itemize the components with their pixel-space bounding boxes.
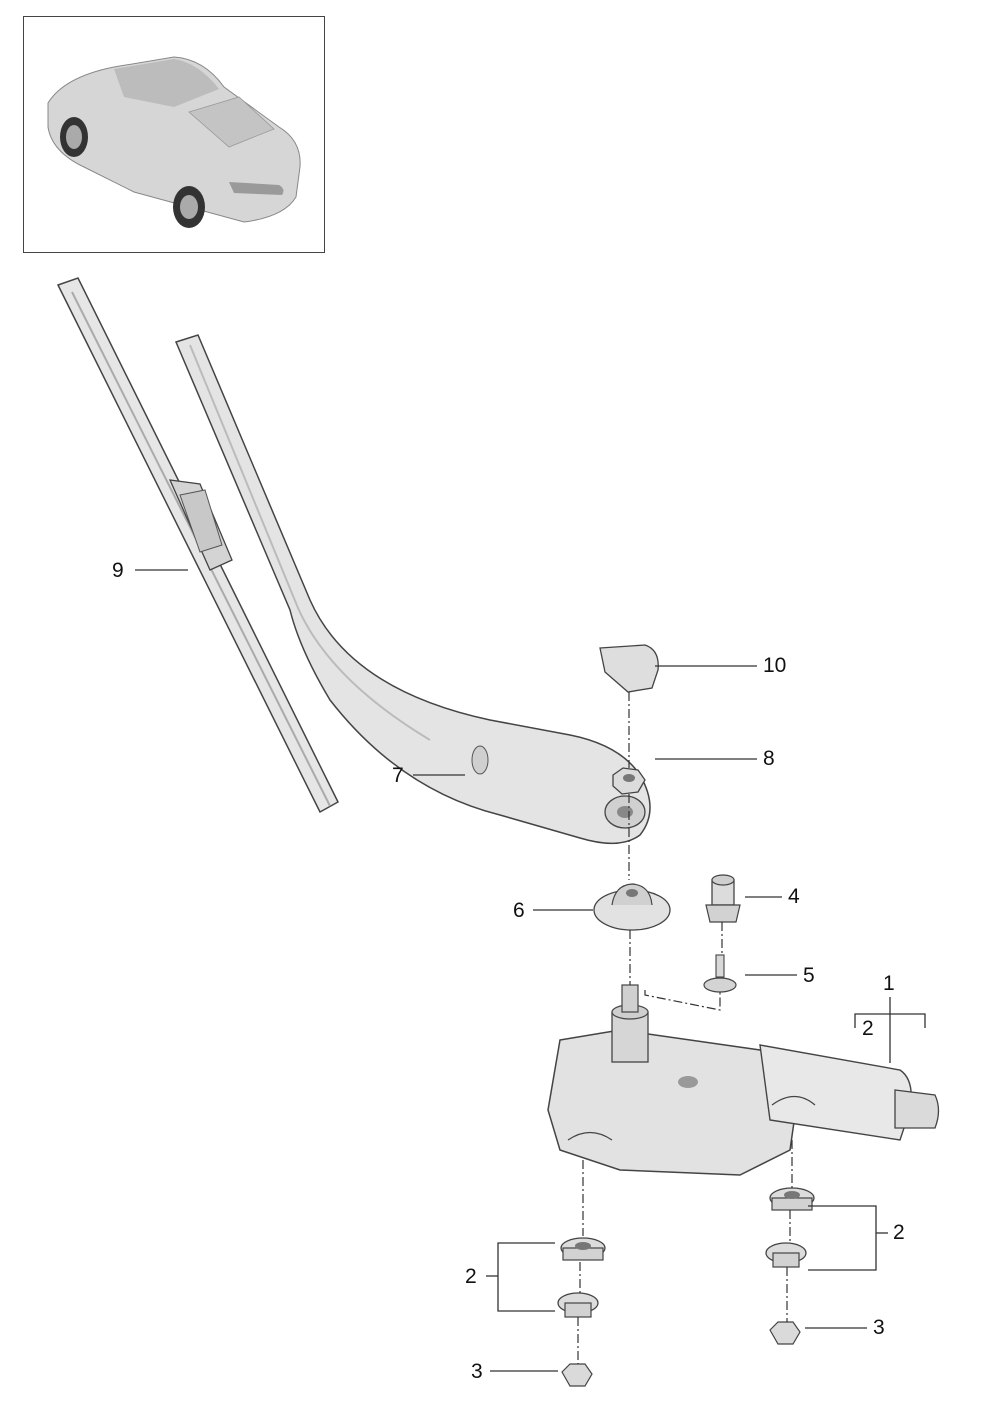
callout-3-left: 3 [471, 1360, 483, 1383]
bushing-part [705, 874, 741, 923]
wiper-motor-part [547, 984, 940, 1176]
assembly-axis-lines [577, 692, 793, 1364]
wiper-arm-part [174, 334, 651, 845]
bolt-part [703, 954, 737, 993]
seal-washer-part [593, 883, 671, 931]
callout-8: 8 [763, 747, 775, 770]
grommet-right-lower-part [765, 1242, 807, 1268]
callout-1: 1 [883, 972, 895, 995]
leader-lines [135, 569, 926, 1372]
callout-6: 6 [513, 899, 525, 922]
callout-2-right: 2 [893, 1221, 905, 1244]
car-overview-icon [47, 56, 301, 228]
callout-2-left: 2 [465, 1265, 477, 1288]
cover-cap-part [599, 644, 659, 693]
callout-5: 5 [803, 964, 815, 987]
grommet-left-upper-part [560, 1237, 606, 1261]
callout-7: 7 [392, 764, 404, 787]
nut-right-part [769, 1321, 801, 1345]
grommet-right-upper-part [769, 1187, 815, 1211]
nut-left-part [561, 1363, 593, 1387]
callout-3-right: 3 [873, 1316, 885, 1339]
callout-2-motor: 2 [862, 1017, 874, 1040]
callout-4: 4 [788, 885, 800, 908]
callout-9: 9 [112, 559, 124, 582]
wiper-blade-part [56, 277, 339, 814]
vehicle-thumbnail-frame [23, 16, 325, 253]
hex-nut-part [612, 767, 646, 795]
grommet-left-lower-part [557, 1292, 599, 1318]
callout-10: 10 [763, 654, 787, 677]
